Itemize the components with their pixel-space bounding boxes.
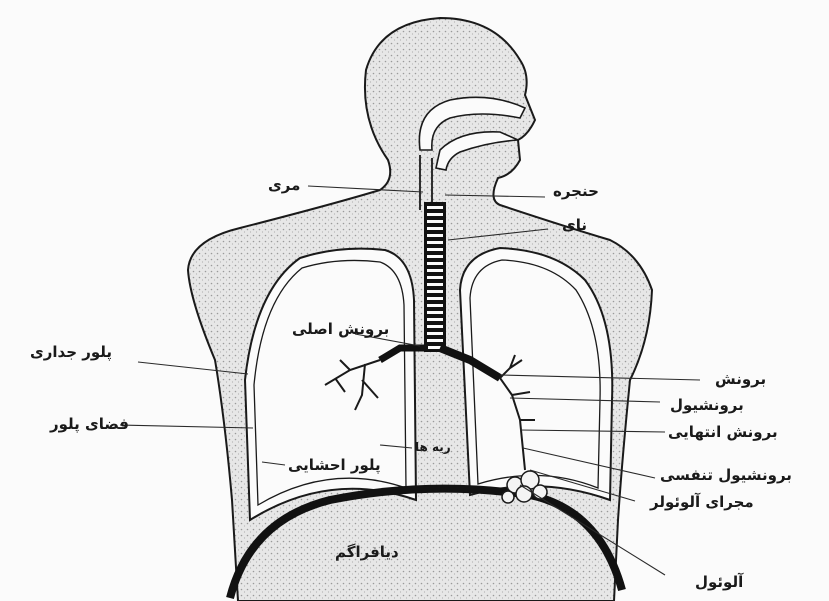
trachea-rings — [427, 206, 443, 349]
trachea-ring — [427, 227, 443, 230]
trachea-ring — [427, 339, 443, 342]
trachea-ring — [427, 311, 443, 314]
trachea-ring — [427, 283, 443, 286]
trachea-ring — [427, 304, 443, 307]
trachea-ring — [427, 269, 443, 272]
label-trachea: نای — [562, 218, 587, 233]
label-respiratory-bronchiole: برونشیول تنفسی — [660, 468, 792, 483]
label-bronchus: برونش — [715, 372, 766, 387]
trachea-ring — [427, 262, 443, 265]
trachea-ring — [427, 325, 443, 328]
trachea-ring — [427, 213, 443, 216]
label-main-bronchus: برونش اصلی — [292, 322, 389, 337]
trachea-ring — [427, 220, 443, 223]
label-parietal-pleura: پلور جداری — [30, 345, 112, 360]
trachea-ring — [427, 248, 443, 251]
trachea-ring — [427, 276, 443, 279]
trachea-ring — [427, 241, 443, 244]
trachea-ring — [427, 290, 443, 293]
trachea-ring — [427, 255, 443, 258]
label-bronchiole: برونشیول — [670, 398, 744, 413]
label-visceral-pleura: پلور احشایی — [288, 458, 381, 473]
trachea-ring — [427, 297, 443, 300]
trachea-ring — [427, 318, 443, 321]
trachea-ring — [427, 332, 443, 335]
label-alveolus: آلوئول — [695, 575, 743, 590]
label-terminal-bronchus: برونش انتهایی — [668, 425, 778, 440]
left-lung-outline — [460, 248, 612, 500]
trachea-ring — [427, 206, 443, 209]
label-lungs: ریه ها — [415, 441, 451, 453]
label-alveolar-duct: مجرای آلوئولر — [650, 495, 754, 510]
label-larynx: حنجره — [553, 184, 599, 199]
label-diaphragm: دیافراگم — [335, 545, 399, 560]
trachea-ring — [427, 234, 443, 237]
label-pleural-space: فضای پلور — [50, 417, 129, 432]
label-esophagus: مری — [268, 178, 300, 193]
